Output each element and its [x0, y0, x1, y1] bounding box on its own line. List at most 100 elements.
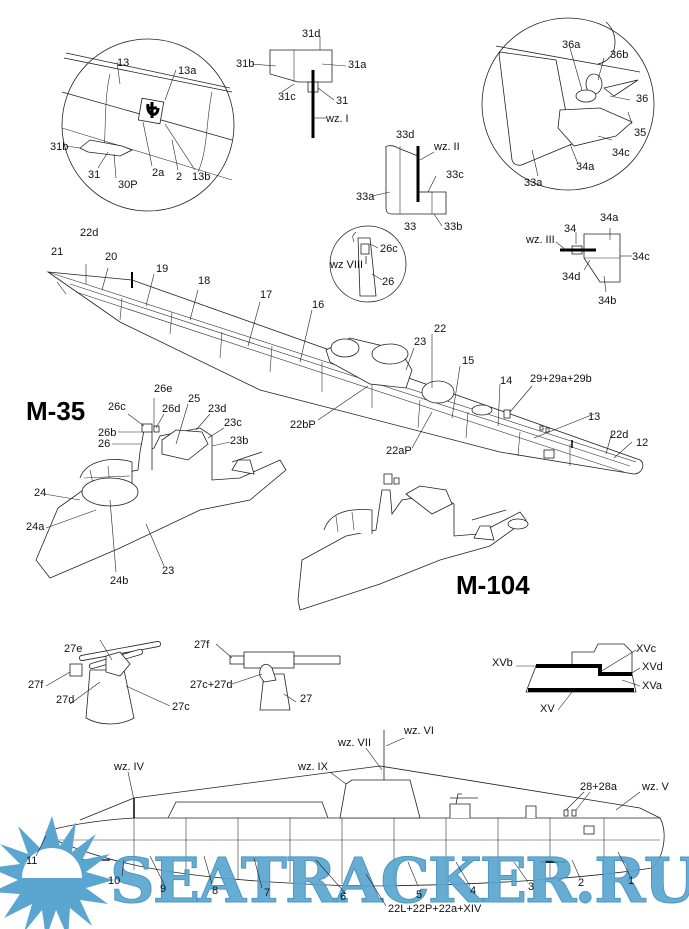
label: 6 [340, 891, 346, 903]
detail-circle-outline [481, 17, 655, 191]
model-title-m104: M-104 [456, 570, 530, 600]
label: wz. VII [337, 737, 371, 749]
detail-circle-outline [61, 38, 235, 212]
label: 28+28a [580, 781, 618, 793]
label: 26c [108, 401, 126, 413]
label: 22d [80, 227, 98, 239]
label: 22aP [386, 445, 412, 457]
gun-27-side: 27f 27c+27d 27 [190, 639, 341, 711]
detail-part-31: 31d 31b 31a 31c 31 wz. I [236, 28, 367, 138]
label: 31 [88, 169, 100, 181]
label: XVb [492, 657, 513, 669]
detail-periscope-circle: wz VIII 26c 26 [329, 225, 407, 303]
label: 34c [632, 251, 650, 263]
label: 23 [162, 565, 174, 577]
label: wz. II [433, 141, 460, 153]
label: 7 [264, 887, 270, 899]
hull-oblique-view: 21 22d 20 19 18 17 16 23 22 15 14 29+29a… [46, 227, 648, 475]
label: 33a [356, 191, 375, 203]
label: 2 [578, 877, 584, 889]
side-hull-outline [45, 817, 665, 887]
label: 26b [98, 427, 116, 439]
label: 29+29a+29b [530, 373, 592, 385]
label: 31b [50, 141, 68, 153]
label: 34c [612, 147, 630, 159]
label: 33d [396, 129, 414, 141]
label: 12 [636, 437, 648, 449]
label: XVd [642, 661, 663, 673]
label: 26 [382, 276, 394, 288]
label: 36 [636, 93, 648, 105]
hull-side-view: wz. VII wz. VI wz. IX wz. IV 28+28a wz. … [45, 725, 670, 887]
label: 19 [156, 263, 168, 275]
label: 34a [576, 161, 595, 173]
label: 26e [154, 383, 172, 395]
label: 3 [528, 881, 534, 893]
label: 23d [208, 403, 226, 415]
label: 27e [64, 643, 82, 655]
label: 31d [302, 28, 320, 40]
label: 23c [224, 417, 242, 429]
label: 23 [414, 336, 426, 348]
label: 13 [117, 57, 129, 69]
label: 27f [194, 639, 210, 651]
seatracker-watermark: SEATRACKER.RU [0, 816, 689, 929]
label: 5 [416, 889, 422, 901]
label: 27d [56, 694, 74, 706]
label: 15 [462, 355, 474, 367]
label: 31a [348, 59, 367, 71]
label: 34b [598, 295, 616, 307]
label: 24b [110, 575, 128, 587]
label: 4 [470, 885, 476, 897]
model-title-m35: M-35 [26, 396, 85, 426]
label: 34a [600, 212, 619, 224]
label: 2 [176, 171, 182, 183]
label: 23b [230, 435, 248, 447]
net-cutter-wire [133, 765, 661, 819]
label: 35 [634, 127, 646, 139]
label: wz VIII [329, 259, 363, 271]
gun-27-perspective: 27e 27f 27d 27c [28, 639, 190, 725]
label: XV [540, 703, 555, 715]
label: 17 [260, 289, 272, 301]
label: 24a [26, 521, 45, 533]
label: 30P [118, 179, 138, 191]
label: 27f [28, 679, 44, 691]
label: 36a [562, 39, 581, 51]
side-conning-tower [339, 779, 421, 819]
label: 11 [26, 855, 37, 867]
label: 25 [188, 393, 200, 405]
label: 31b [236, 58, 254, 70]
label: 33b [444, 221, 462, 233]
label: 26 [98, 438, 110, 450]
label: 27 [300, 693, 312, 705]
sun-logo-icon [0, 816, 114, 929]
label: 14 [500, 375, 512, 387]
detail-stern-circle: 36a 36b 36 35 34c 34a 33a [481, 17, 655, 191]
label: 36b [610, 49, 628, 61]
label: 2a [152, 167, 165, 179]
label: 34 [564, 223, 576, 235]
label: 33a [524, 177, 543, 189]
detail-circle-outline [329, 225, 407, 303]
label: 27c+27d [190, 679, 233, 691]
label: 16 [312, 299, 324, 311]
side-view-part-numbers: 11 10 9 8 7 6 5 4 3 2 1 22L+22P+22a+XIV [26, 835, 634, 915]
label: 22d [610, 429, 628, 441]
detail-part-33: 33d wz. II 33c 33a 33 33b [356, 129, 464, 233]
label: 8 [212, 885, 218, 897]
label: 18 [198, 275, 210, 287]
detail-part-34: 34a 34 wz. III 34c 34d 34b [525, 212, 650, 307]
label: wz. VI [403, 725, 434, 737]
label: 10 [108, 875, 120, 887]
label: 31 [336, 95, 348, 107]
label: 22bP [290, 419, 316, 431]
label: wz. IX [297, 761, 329, 773]
part-31-outline [79, 139, 133, 157]
detail-bow-circle: 13 13a 31b 31 30P 2a 2 13b [50, 38, 235, 212]
label: 13a [178, 65, 197, 77]
m104-tower-view [297, 473, 529, 611]
label: 33 [404, 221, 416, 233]
label: XVc [636, 643, 657, 655]
